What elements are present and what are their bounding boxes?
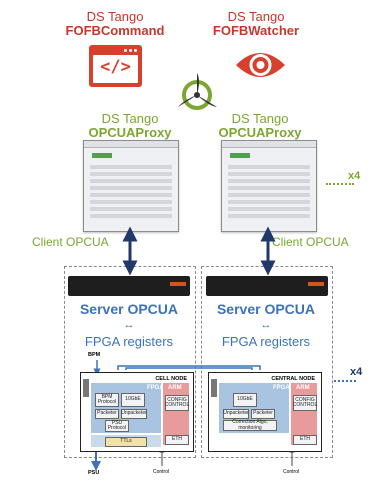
cell-unpacketer: Unpacketer (121, 409, 147, 419)
cell-node-name: CELL NODE (155, 376, 187, 382)
multiplier-top: x4 (348, 170, 361, 182)
central-control-bottom-label: Control (283, 469, 300, 475)
central-node-board: CENTRAL NODE FPGA ARM 10GbE Unpacketer P… (208, 372, 322, 452)
server-right-hardware (206, 276, 328, 296)
top-dotted-line (326, 183, 354, 185)
watcher-title-line1: DS Tango (227, 9, 285, 24)
cell-10gbe: 10GbE (121, 393, 145, 407)
watcher-title-line2: FOFBWatcher (212, 23, 300, 38)
bottom-dotted-line (334, 380, 356, 382)
cell-arm-area (163, 383, 189, 445)
server-left-hardware (68, 276, 190, 296)
server-left-title: Server OPCUA (79, 301, 179, 317)
code-window-icon: </> (89, 45, 142, 87)
central-correction: Correction Algo, monitoring (223, 420, 277, 431)
server-right-arrow: ↔ (260, 319, 272, 331)
client-left-label: Client OPCUA (32, 235, 109, 249)
cell-node-board: CELL NODE FPGA ARM BPM Protocol 10GbE Pa… (80, 372, 194, 452)
central-packeter: Packeter (251, 409, 275, 419)
central-config-control: CONFIG CONTROL (293, 395, 317, 411)
cell-psu-bottom-label: PSU (88, 470, 100, 476)
cell-control-bottom-label: Control (153, 469, 170, 475)
server-right-subtitle: FPGA registers (221, 334, 311, 349)
central-unpacketer: Unpacketer (223, 409, 249, 419)
central-eth: ETH (293, 435, 317, 445)
client-right-label: Client OPCUA (272, 235, 349, 249)
cell-eth: ETH (165, 435, 189, 445)
cell-fpga-label: FPGA (147, 385, 164, 391)
command-title-line1: DS Tango (86, 9, 144, 24)
cell-config-control: CONFIG CONTROL (165, 395, 189, 411)
eye-icon (233, 45, 288, 85)
server-left-subtitle: FPGA registers (84, 334, 174, 349)
proxy-left-line1: DS Tango (101, 111, 159, 126)
server-left-arrow: ↔ (123, 319, 135, 331)
server-right-title: Server OPCUA (216, 301, 316, 317)
proxy-right-line1: DS Tango (231, 111, 289, 126)
central-arm-area (291, 383, 317, 445)
central-fpga-label: FPGA (273, 385, 290, 391)
cell-arm-label: ARM (168, 385, 182, 391)
central-arm-label: ARM (296, 385, 310, 391)
proxy-right-line2: OPCUAProxy (218, 125, 302, 140)
multiplier-bottom: x4 (350, 366, 363, 378)
proxy-left-line2: OPCUAProxy (88, 125, 172, 140)
central-node-name: CENTRAL NODE (271, 376, 315, 382)
cell-ttls: TTLs (105, 437, 147, 447)
command-title-line2: FOFBCommand (65, 23, 165, 38)
cell-bpm-protocol: BPM Protocol (95, 393, 119, 407)
cell-psu-protocol: PSU Protocol (105, 420, 129, 432)
tango-logo-icon (174, 70, 220, 118)
cell-bpm-top-label: BPM (88, 352, 101, 358)
central-10gbe: 10GbE (233, 393, 257, 407)
cell-packeter: Packeter (95, 409, 119, 419)
